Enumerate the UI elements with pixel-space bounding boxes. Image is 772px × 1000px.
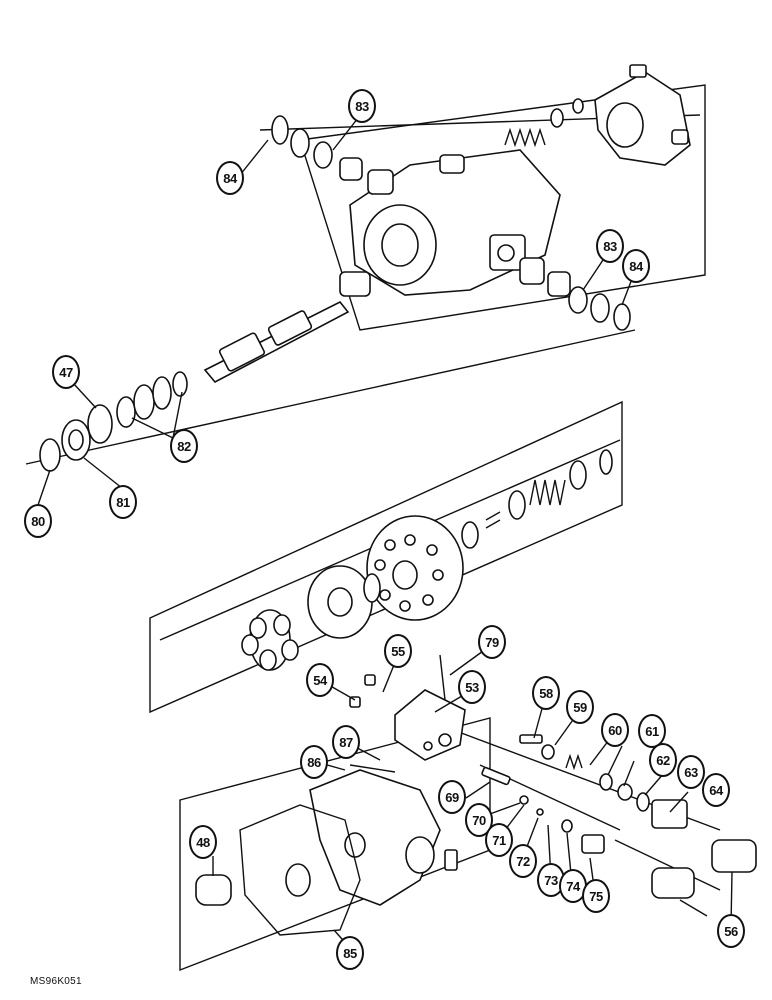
callout-53: 53 [458, 670, 486, 704]
callout-84-upper: 84 [216, 161, 244, 195]
compensator-parts [481, 734, 757, 899]
upper-right-seals [519, 257, 631, 331]
upper-assembly-frame [299, 84, 706, 331]
callout-64: 64 [702, 773, 730, 807]
callout-79: 79 [478, 625, 506, 659]
callout-69: 69 [438, 780, 466, 814]
callout-72: 72 [509, 844, 537, 878]
figure-code: MS96K051 [30, 976, 82, 987]
drive-shaft [203, 271, 371, 384]
callout-60: 60 [601, 713, 629, 747]
callout-62: 62 [649, 743, 677, 777]
control-block [349, 654, 466, 761]
callout-84-lower: 84 [622, 249, 650, 283]
swash-spring-group [461, 449, 613, 549]
shaft-seal-stack [39, 371, 188, 472]
callout-58: 58 [532, 676, 560, 710]
callout-87: 87 [332, 725, 360, 759]
callout-61: 61 [638, 714, 666, 748]
callout-48: 48 [189, 825, 217, 859]
callout-63: 63 [677, 755, 705, 789]
callout-54: 54 [306, 663, 334, 697]
callout-82: 82 [170, 429, 198, 463]
callout-81: 81 [109, 485, 137, 519]
callout-85: 85 [336, 936, 364, 970]
callout-83-upper: 83 [348, 89, 376, 123]
callout-59: 59 [566, 690, 594, 724]
callout-74: 74 [559, 869, 587, 903]
callout-75: 75 [582, 879, 610, 913]
pump-housing [349, 149, 561, 296]
callout-86: 86 [300, 745, 328, 779]
upper-left-seals [271, 115, 394, 195]
callout-47: 47 [52, 355, 80, 389]
middle-assembly-frame [149, 400, 623, 714]
callout-80: 80 [24, 504, 52, 538]
callout-55: 55 [384, 634, 412, 668]
callout-83-lower: 83 [596, 229, 624, 263]
callout-56: 56 [717, 914, 745, 948]
callout-71: 71 [485, 823, 513, 857]
end-cap [594, 64, 691, 166]
rotating-group [241, 515, 464, 671]
relief-spring [504, 98, 584, 148]
pump-end-housing [195, 764, 458, 936]
